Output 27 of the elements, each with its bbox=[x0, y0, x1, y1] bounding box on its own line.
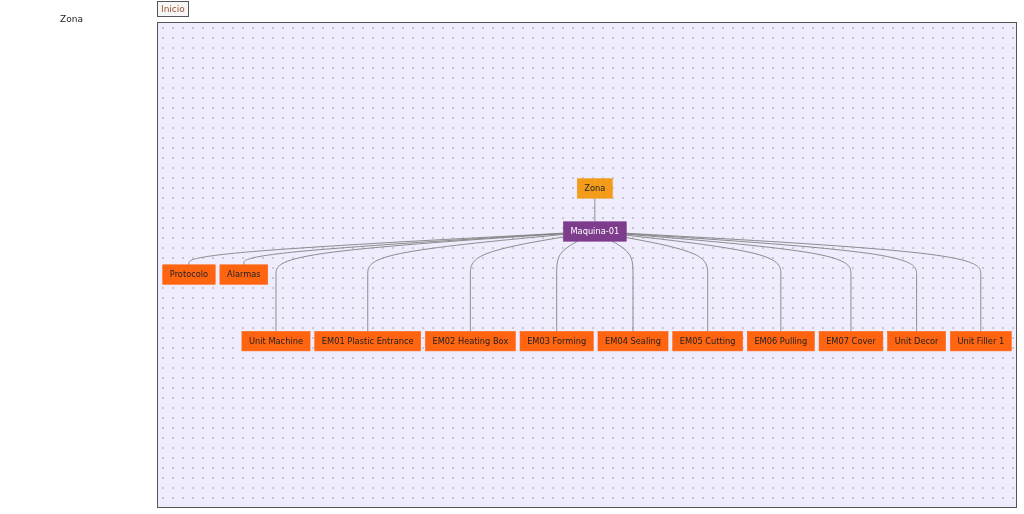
connector bbox=[625, 237, 709, 333]
node-box bbox=[314, 331, 421, 352]
connector bbox=[625, 234, 782, 333]
node-box bbox=[887, 331, 946, 352]
node-box bbox=[219, 264, 269, 285]
home-button: Inicio bbox=[157, 1, 189, 17]
connector bbox=[611, 240, 634, 333]
node-box bbox=[519, 331, 594, 352]
connector bbox=[625, 233, 852, 333]
node-box bbox=[576, 178, 613, 199]
node-box bbox=[597, 331, 669, 352]
node-box bbox=[950, 331, 1012, 352]
node-box bbox=[241, 331, 311, 352]
node-box bbox=[747, 331, 815, 352]
connector bbox=[594, 197, 596, 223]
node-box bbox=[162, 264, 216, 285]
connector bbox=[469, 236, 564, 333]
node-box bbox=[672, 331, 743, 352]
node-box bbox=[563, 221, 627, 242]
breadcrumb-text: Zona bbox=[60, 14, 83, 24]
connector bbox=[625, 233, 918, 333]
connector bbox=[275, 233, 564, 333]
connector bbox=[625, 233, 982, 333]
node-box bbox=[425, 331, 516, 352]
connector bbox=[367, 234, 564, 333]
graph-canvas: Zona Maquina-01 Protocolo Alarmas Unit Machine EM01 Plastic Entrance EM02 Heating Box EM03 Forming EM04 Sealing EM05 Cutting EM06 Pulling EM07 Cover Unit Decor Unit Filler 1 bbox=[157, 22, 1017, 508]
node-box bbox=[818, 331, 884, 352]
